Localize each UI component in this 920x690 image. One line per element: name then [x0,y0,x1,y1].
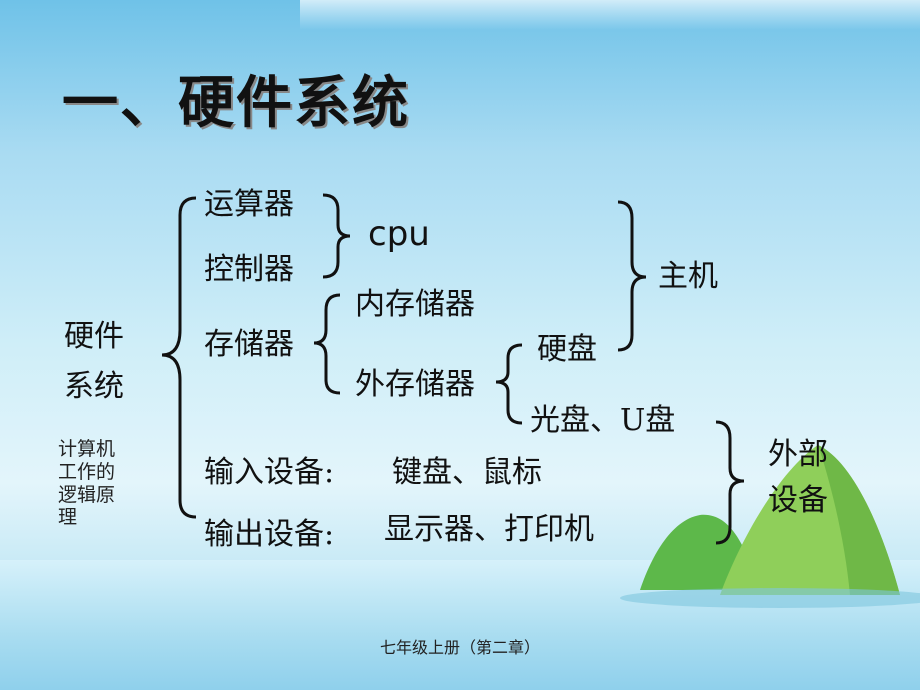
input-device-heading: 输入设备: [204,455,335,490]
internal-memory-label: 内存储器 [355,287,475,322]
peripheral-brace [715,420,745,545]
root-label-line2: 系统 [64,369,124,404]
peripheral-label-line1: 外部 [768,437,828,472]
cloud-band [300,0,920,30]
slide-title: 一、硬件系统 [62,71,410,136]
cpu-brace [322,193,351,279]
note-line: 理 [58,506,78,529]
island-shadow [620,588,920,608]
large-hill-shade [818,445,900,595]
root-brace [161,196,197,519]
output-device-examples: 显示器、打印机 [384,512,594,547]
memory-label: 存储器 [204,327,294,362]
controller-label: 控制器 [204,252,294,287]
peripheral-label-line2: 设备 [768,483,828,518]
host-brace [617,200,647,352]
slide-footer: 七年级上册（第二章） [379,638,540,657]
logic-principle-note: 计算机 工作的 逻辑原 理 [58,438,138,529]
external-memory-label: 外存储器 [355,367,475,402]
hard-disk-label: 硬盘 [537,332,597,367]
external-brace [495,343,523,425]
cpu-label: cpu [368,214,430,254]
note-line: 逻辑原 [58,483,116,506]
output-device-heading: 输出设备: [204,517,335,552]
optical-u-disk-label: 光盘、U盘 [530,403,676,438]
host-label: 主机 [658,259,718,294]
alu-label: 运算器 [204,187,294,222]
root-label-line1: 硬件 [64,319,124,354]
input-device-examples: 键盘、鼠标 [392,455,542,490]
note-line: 计算机 [58,438,116,460]
memory-brace [313,293,341,395]
note-line: 工作的 [58,460,116,483]
